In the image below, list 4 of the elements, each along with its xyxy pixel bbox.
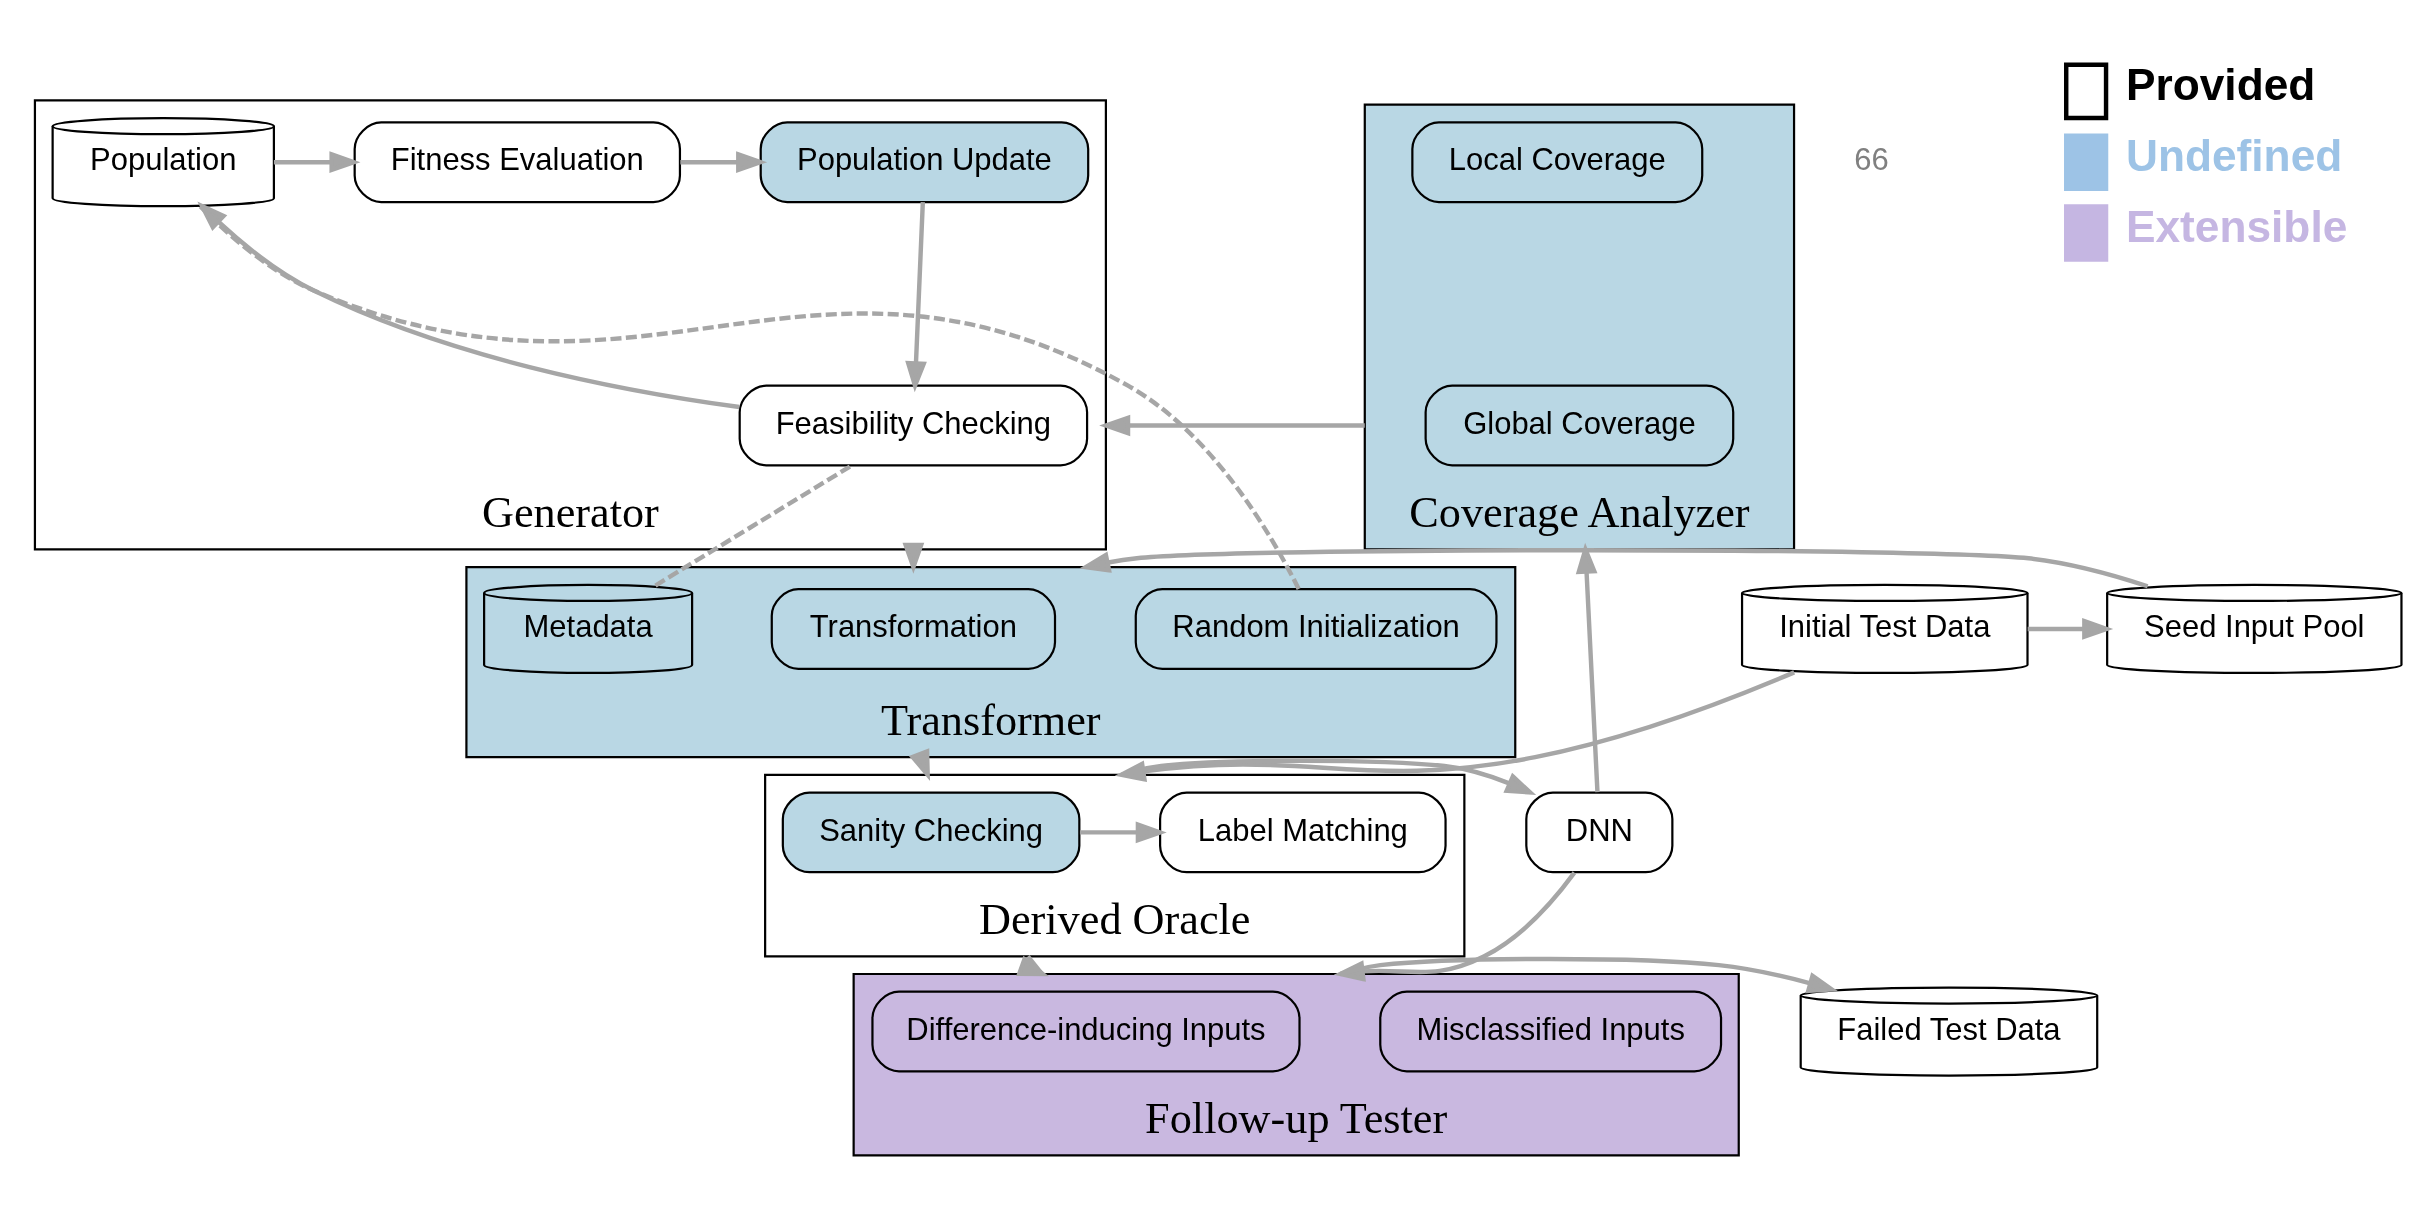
legend-label: Extensible	[2125, 201, 2348, 251]
label: 66	[1854, 141, 1889, 177]
legend-label: Undefined	[2125, 130, 2343, 180]
legend-label: Provided	[2125, 59, 2316, 109]
